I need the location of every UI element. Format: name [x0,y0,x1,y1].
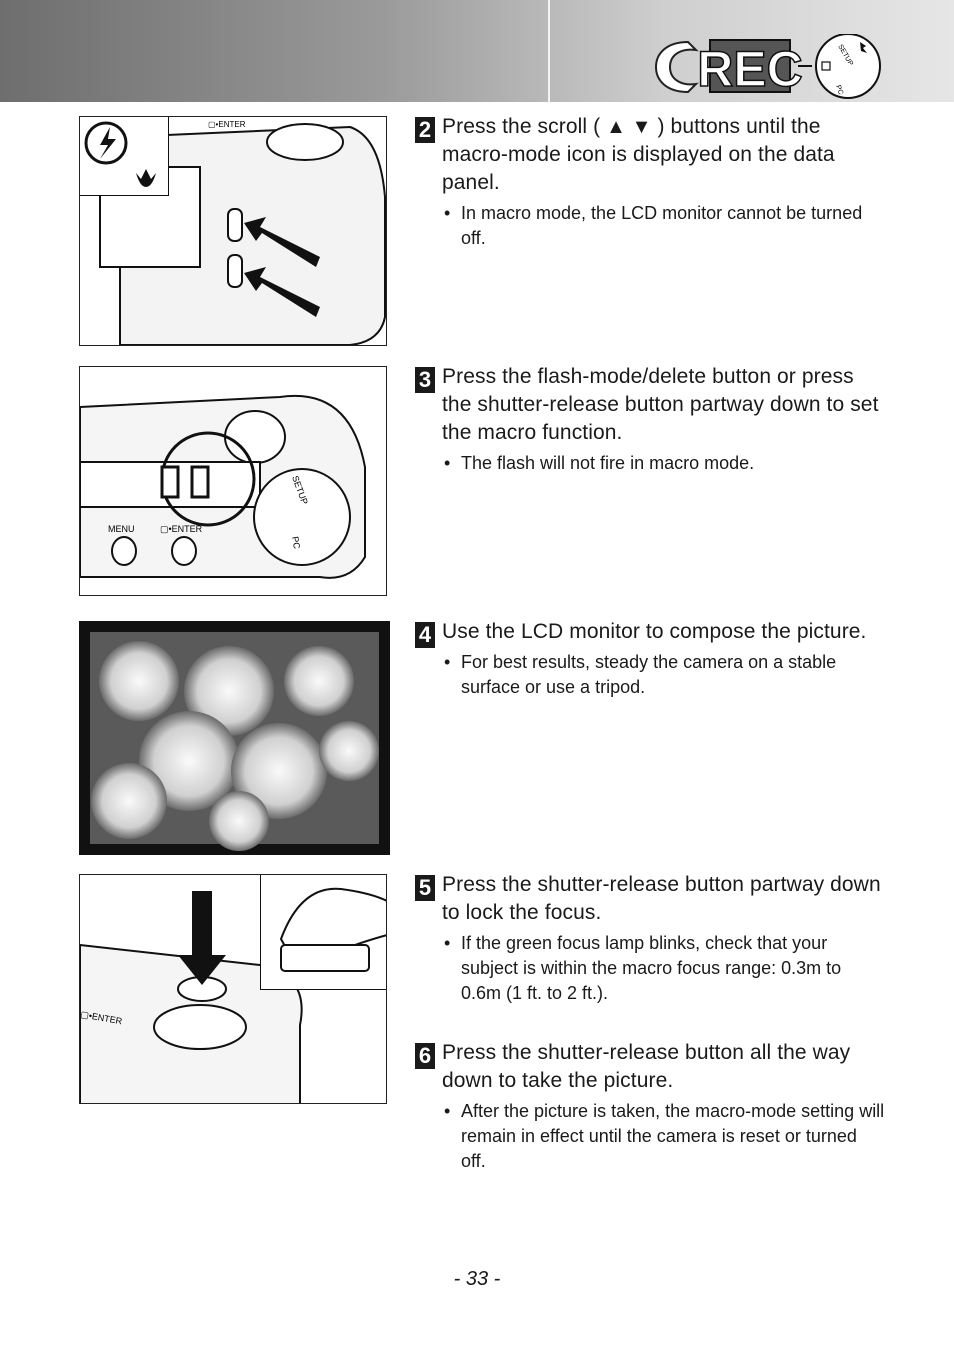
camera-top-illustration: SETUP PC MENU ▢•ENTER [80,394,366,579]
c-mode-icon [654,40,699,94]
step-5: 5 Press the shutter-release button partw… [415,871,885,1006]
dial-pc-label: PC [834,84,844,96]
scroll-down-button [227,254,243,288]
button-outline [280,944,370,972]
step-bullet: If the green focus lamp blinks, check th… [442,931,885,1006]
enter-label-top: ▢•ENTER [160,524,203,534]
dial-portrait-icon [860,42,867,53]
press-down-arrow [178,891,226,985]
step-number: 5 [415,875,435,901]
step-number: 3 [415,367,435,393]
figure-lcd-photo [79,621,390,855]
mode-dial [253,468,351,566]
step-bullet: After the picture is taken, the macro-mo… [442,1099,885,1174]
step-number: 6 [415,1043,435,1069]
lens-circle [224,410,286,464]
step-bullet: For best results, steady the camera on a… [442,650,885,700]
step-title: Press the scroll ( ▲ ▼ ) buttons until t… [442,115,835,194]
step-title: Press the shutter-release button partway… [442,873,881,924]
finger-inset [260,875,386,990]
step-6: 6 Press the shutter-release button all t… [415,1039,885,1174]
macro-icon [136,169,156,187]
press-arrow-up [244,217,320,267]
step-title: Press the shutter-release button all the… [442,1041,851,1092]
step-2: 2 Press the scroll ( ▲ ▼ ) buttons until… [415,113,885,251]
control-dial [153,1004,247,1050]
enter-button [171,536,197,566]
shutter-illustration: ▢•ENTER [80,891,303,1103]
step-bullet: In macro mode, the LCD monitor cannot be… [442,201,885,251]
step-3: 3 Press the flash-mode/delete button or … [415,363,885,476]
figure-shutter-press: ▢•ENTER [79,874,387,1104]
menu-label: MENU [108,524,135,534]
step-number: 4 [415,622,435,648]
step-number: 2 [415,117,435,143]
header-divider [548,0,550,102]
press-arrow-down [244,267,320,317]
control-dial [266,123,344,161]
scroll-up-button [227,208,243,242]
step-bullet: The flash will not fire in macro mode. [442,451,885,476]
figure-flash-button: SETUP PC MENU ▢•ENTER [79,366,387,596]
dial-square-icon [821,61,831,71]
camera-back-illustration: ▢•ENTER [99,120,386,345]
rec-label: REC [697,41,803,97]
step-4: 4 Use the LCD monitor to compose the pic… [415,618,885,700]
step-title: Press the flash-mode/delete button or pr… [442,365,879,444]
page-number: - 33 - [453,1268,501,1290]
flower-photo [90,632,379,851]
flash-delete-button [160,465,180,499]
scroll-arrows-glyph: ▲ ▼ [606,116,652,138]
menu-button [111,536,137,566]
step-title: Use the LCD monitor to compose the pictu… [442,620,867,643]
dial-pc-text: PC [290,536,302,551]
flash-macro-inset [80,117,169,196]
header-band: REC SETUP PC [0,0,954,102]
rec-mode-badge: REC SETUP PC [654,34,881,99]
enter-label: ▢•ENTER [208,120,246,129]
panel-button [190,465,210,499]
rec-label-box [709,39,791,93]
figure-scroll-buttons: ▢•ENTER [79,116,387,346]
